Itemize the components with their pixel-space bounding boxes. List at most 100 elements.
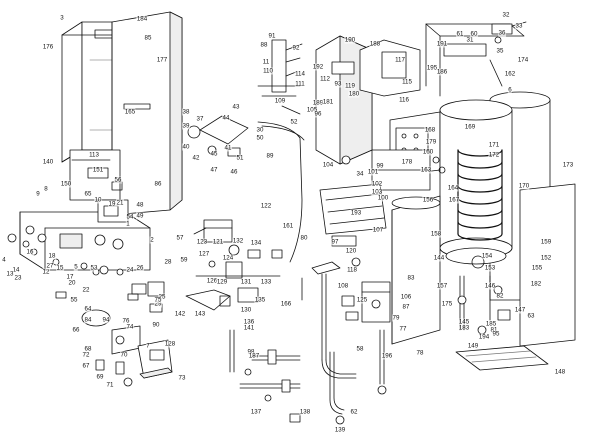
- part-label-87: 87: [402, 303, 410, 311]
- part-label-137: 137: [250, 408, 262, 416]
- part-label-23: 23: [14, 274, 22, 282]
- part-label-36: 36: [498, 29, 506, 37]
- part-label-144: 144: [433, 254, 445, 262]
- part-label-112: 112: [319, 75, 331, 83]
- part-label-99: 99: [376, 162, 384, 170]
- part-label-117: 117: [394, 56, 406, 64]
- part-label-52: 52: [290, 118, 298, 126]
- burner: [319, 183, 387, 247]
- part-label-149: 149: [467, 342, 479, 350]
- part-label-1: 1: [125, 220, 131, 228]
- part-label-146: 146: [484, 282, 496, 290]
- part-label-83: 83: [407, 274, 415, 282]
- part-label-3: 3: [59, 14, 65, 22]
- part-label-80: 80: [300, 234, 308, 242]
- part-label-94: 94: [102, 316, 110, 324]
- part-label-138: 138: [299, 408, 311, 416]
- part-label-77: 77: [399, 325, 407, 333]
- part-label-63: 63: [527, 312, 535, 320]
- part-label-133: 133: [260, 278, 272, 286]
- part-label-6: 6: [507, 86, 513, 94]
- part-label-126: 126: [206, 277, 218, 285]
- part-label-60: 60: [470, 30, 478, 38]
- part-label-100: 100: [377, 194, 389, 202]
- part-label-10: 10: [94, 196, 102, 204]
- part-label-61: 61: [456, 30, 464, 38]
- part-label-12: 12: [42, 268, 50, 276]
- part-label-155: 155: [531, 264, 543, 272]
- part-label-153: 153: [484, 264, 496, 272]
- part-label-98: 98: [247, 348, 255, 356]
- part-label-154: 154: [481, 252, 493, 260]
- part-label-171: 171: [488, 141, 500, 149]
- part-label-106: 106: [400, 293, 412, 301]
- part-label-103: 103: [371, 188, 383, 196]
- part-label-19: 19: [108, 200, 116, 208]
- part-label-40: 40: [182, 143, 190, 151]
- part-label-73: 73: [178, 374, 186, 382]
- part-label-172: 172: [488, 151, 500, 159]
- part-label-48: 48: [136, 201, 144, 209]
- part-label-180: 180: [348, 90, 360, 98]
- part-label-8: 8: [43, 185, 49, 193]
- part-label-27: 27: [46, 262, 54, 270]
- part-label-18: 18: [48, 252, 56, 260]
- part-label-181: 181: [322, 98, 334, 106]
- part-label-49: 49: [136, 212, 144, 220]
- part-label-196: 196: [381, 352, 393, 360]
- part-label-177: 177: [156, 56, 168, 64]
- part-label-56: 56: [114, 176, 122, 184]
- part-label-51: 51: [236, 154, 244, 162]
- part-label-64: 64: [84, 305, 92, 313]
- part-label-183: 183: [458, 324, 470, 332]
- part-label-178: 178: [401, 158, 413, 166]
- part-label-26: 26: [136, 264, 144, 272]
- part-label-97: 97: [331, 238, 339, 246]
- part-label-186: 186: [436, 68, 448, 76]
- part-label-67: 67: [82, 362, 90, 370]
- part-label-135: 135: [254, 296, 266, 304]
- part-label-58: 58: [356, 345, 364, 353]
- part-label-166: 166: [280, 300, 292, 308]
- part-label-5: 5: [73, 263, 79, 271]
- part-label-142: 142: [174, 310, 186, 318]
- part-label-31: 31: [466, 36, 474, 44]
- part-label-113: 113: [88, 151, 100, 159]
- part-label-78: 78: [416, 349, 424, 357]
- part-label-147: 147: [514, 306, 526, 314]
- part-label-161: 161: [282, 222, 294, 230]
- part-label-93: 93: [334, 80, 342, 88]
- part-label-124: 124: [222, 254, 234, 262]
- heat-exchanger-fan: [187, 105, 305, 263]
- part-label-119: 119: [344, 82, 356, 90]
- part-label-139: 139: [334, 426, 346, 434]
- part-label-13: 13: [6, 270, 14, 278]
- part-label-187: 187: [248, 352, 260, 360]
- part-label-37: 37: [196, 115, 204, 123]
- condensate-tray: [455, 345, 549, 371]
- part-label-11: 11: [262, 58, 270, 66]
- part-label-107: 107: [372, 226, 384, 234]
- part-label-115: 115: [401, 78, 413, 86]
- part-label-104: 104: [322, 161, 334, 169]
- part-label-129: 129: [216, 278, 228, 286]
- part-label-96: 96: [314, 110, 322, 118]
- part-label-68: 68: [84, 345, 92, 353]
- part-label-54: 54: [126, 213, 134, 221]
- part-label-34: 34: [356, 170, 364, 178]
- part-label-72: 72: [82, 351, 90, 359]
- part-label-29: 29: [154, 300, 162, 308]
- part-label-179: 179: [425, 138, 437, 146]
- part-label-163: 163: [420, 166, 432, 174]
- ignition-assembly: [257, 39, 303, 97]
- part-label-14: 14: [12, 266, 20, 274]
- part-label-86: 86: [154, 180, 162, 188]
- part-label-43: 43: [232, 103, 240, 111]
- part-label-141: 141: [243, 324, 255, 332]
- part-label-182: 182: [530, 280, 542, 288]
- part-label-59: 59: [180, 256, 188, 264]
- part-label-168: 168: [424, 126, 436, 134]
- part-label-164: 164: [447, 184, 459, 192]
- part-label-185: 185: [485, 320, 497, 328]
- part-label-65: 65: [84, 190, 92, 198]
